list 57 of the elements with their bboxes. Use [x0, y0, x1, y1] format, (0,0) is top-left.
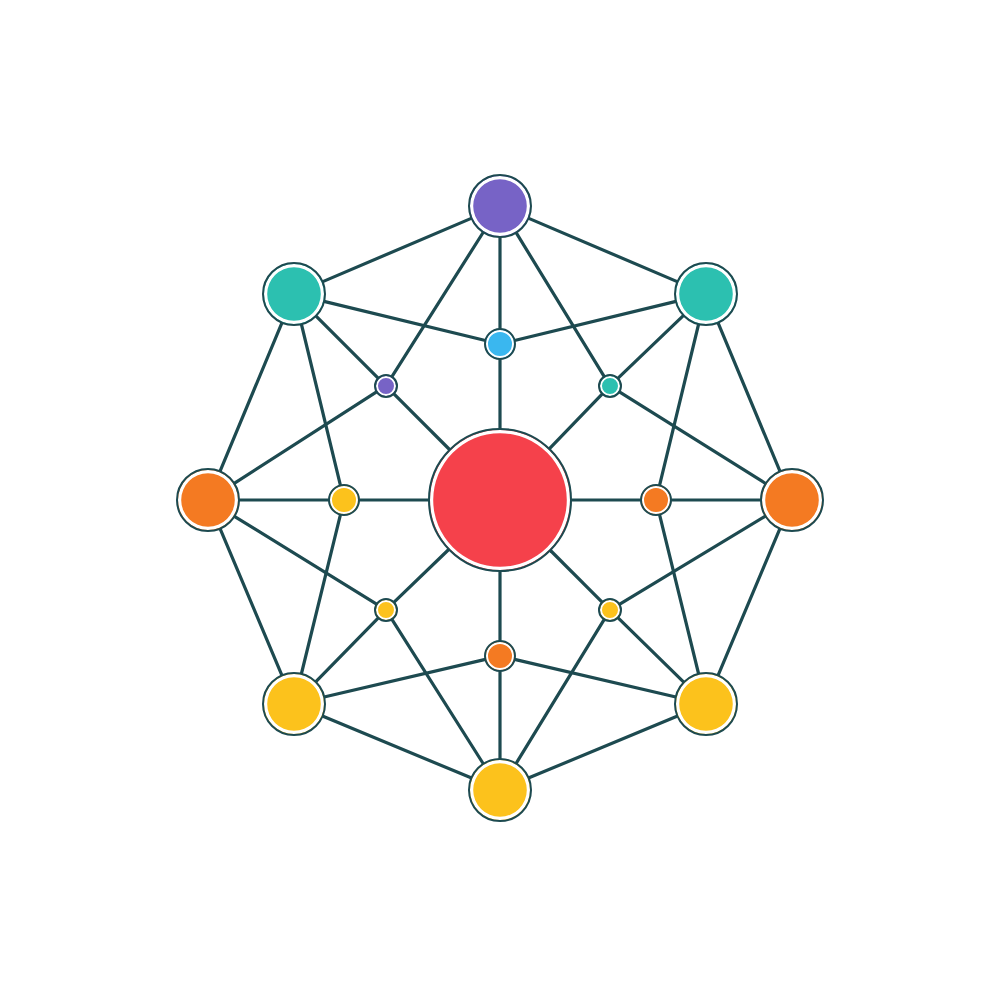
connector-line	[617, 616, 685, 684]
connector-line	[570, 498, 642, 502]
network-node	[674, 262, 738, 326]
connector-line	[358, 498, 430, 502]
connector-line	[498, 570, 502, 642]
network-node	[428, 428, 572, 572]
connector-line	[321, 217, 473, 283]
connector-line	[314, 617, 380, 683]
network-node	[328, 484, 360, 516]
connector-line	[658, 514, 700, 675]
network-node	[374, 374, 398, 398]
connector-line	[315, 315, 380, 380]
connector-line	[238, 498, 330, 502]
connector-line	[218, 527, 284, 677]
network-node	[760, 468, 824, 532]
connector-line	[498, 236, 502, 330]
connector-line	[527, 217, 679, 283]
connector-line	[300, 514, 342, 675]
network-node	[374, 598, 398, 622]
network-node	[484, 328, 516, 360]
connector-line	[390, 231, 485, 378]
connector-line	[323, 658, 486, 699]
connector-line	[515, 231, 606, 378]
network-node	[262, 672, 326, 736]
connector-line	[716, 527, 782, 677]
connector-line	[514, 300, 677, 342]
connector-line	[658, 323, 700, 486]
connector-line	[300, 323, 342, 486]
connector-line	[716, 322, 782, 472]
network-node	[262, 262, 326, 326]
connector-line	[670, 498, 762, 502]
connector-line	[548, 393, 604, 450]
connector-line	[498, 670, 502, 760]
connector-line	[393, 548, 450, 604]
network-node	[598, 598, 622, 622]
connector-line	[218, 322, 284, 472]
connector-line	[233, 390, 378, 485]
connector-line	[618, 390, 767, 485]
network-node	[468, 758, 532, 822]
connector-line	[528, 714, 678, 780]
connector-line	[322, 714, 472, 780]
network-node	[176, 468, 240, 532]
connector-line	[233, 515, 378, 606]
connector-line	[498, 358, 502, 430]
connector-line	[514, 658, 677, 699]
connector-line	[549, 549, 604, 604]
connector-line	[390, 618, 485, 765]
connector-line	[618, 515, 767, 606]
network-node	[640, 484, 672, 516]
network-node	[468, 174, 532, 238]
connector-line	[617, 314, 685, 380]
network-node	[674, 672, 738, 736]
connector-line	[323, 300, 486, 342]
connector-line	[515, 618, 606, 765]
connector-line	[392, 392, 451, 451]
network-node	[484, 640, 516, 672]
network-node	[598, 374, 622, 398]
